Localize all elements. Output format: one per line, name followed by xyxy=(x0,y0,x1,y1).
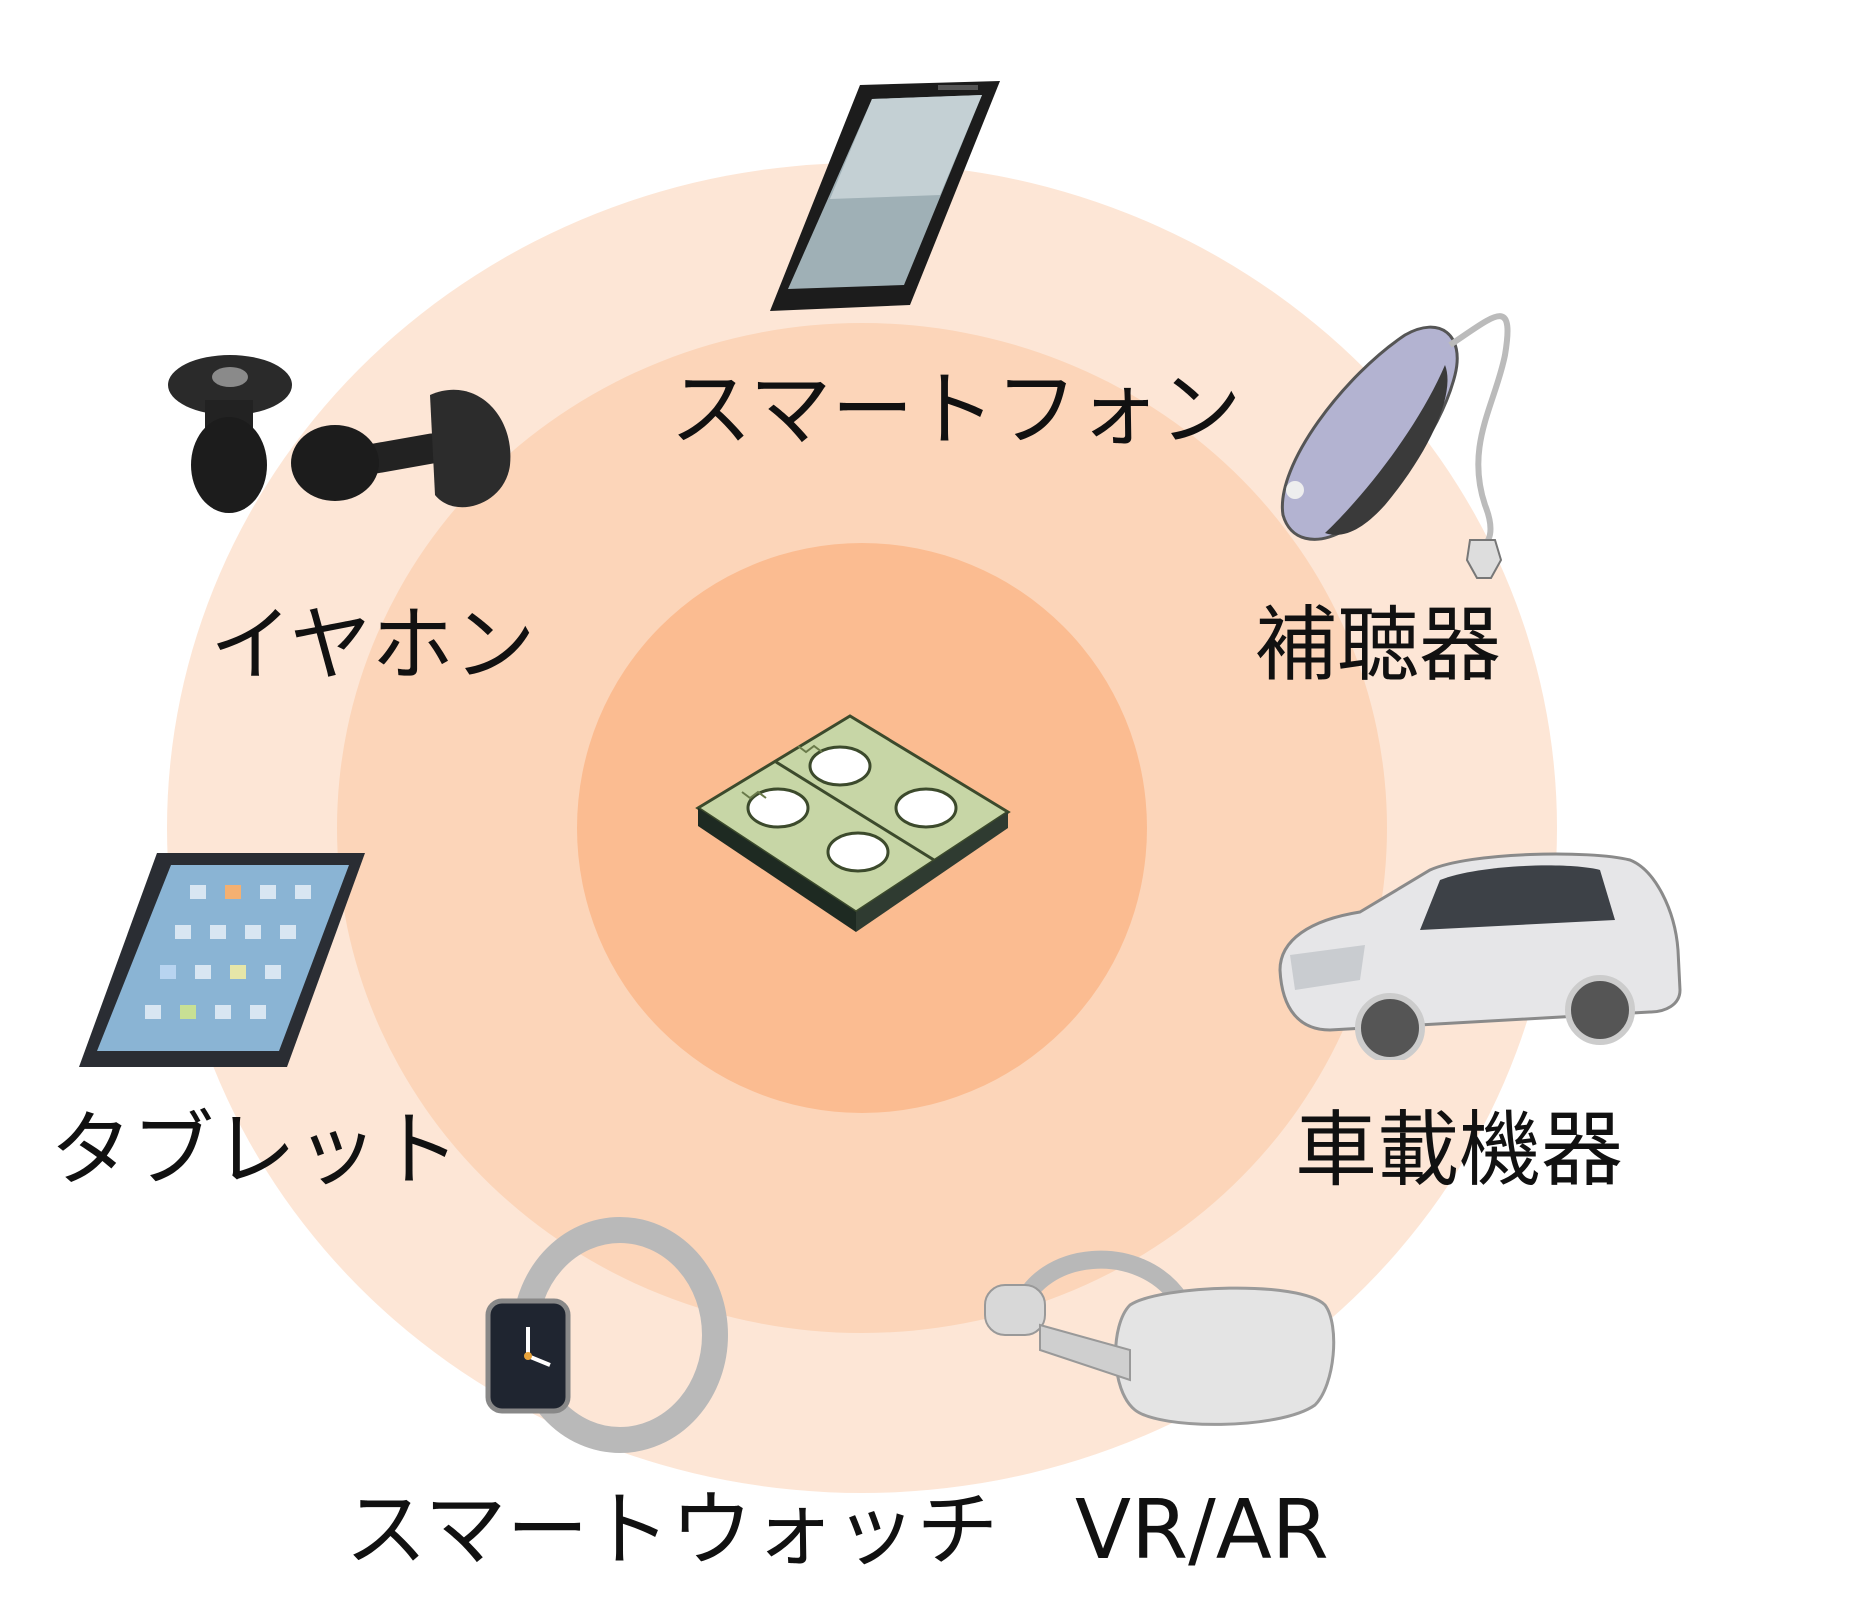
sensor-chip-icon xyxy=(695,714,1011,932)
earphones-label: イヤホン xyxy=(210,598,536,693)
hearing-aid-label: 補聴器 xyxy=(1255,598,1502,693)
tablet-icon xyxy=(79,853,365,1067)
hearing-aid-icon xyxy=(1280,313,1511,579)
earphones-icon xyxy=(168,355,511,513)
smartwatch-label: スマートウォッチ xyxy=(345,1483,999,1578)
vr-headset-icon xyxy=(984,1250,1336,1426)
tablet-label: タブレット xyxy=(50,1103,461,1198)
vr-label: VR/AR xyxy=(1075,1483,1329,1578)
car-icon xyxy=(1278,852,1682,1060)
smartwatch-icon xyxy=(485,1217,728,1453)
smartphone-icon xyxy=(770,81,1000,311)
car-label: 車載機器 xyxy=(1295,1103,1624,1198)
smartphone-label: スマートフォン xyxy=(670,363,1242,458)
